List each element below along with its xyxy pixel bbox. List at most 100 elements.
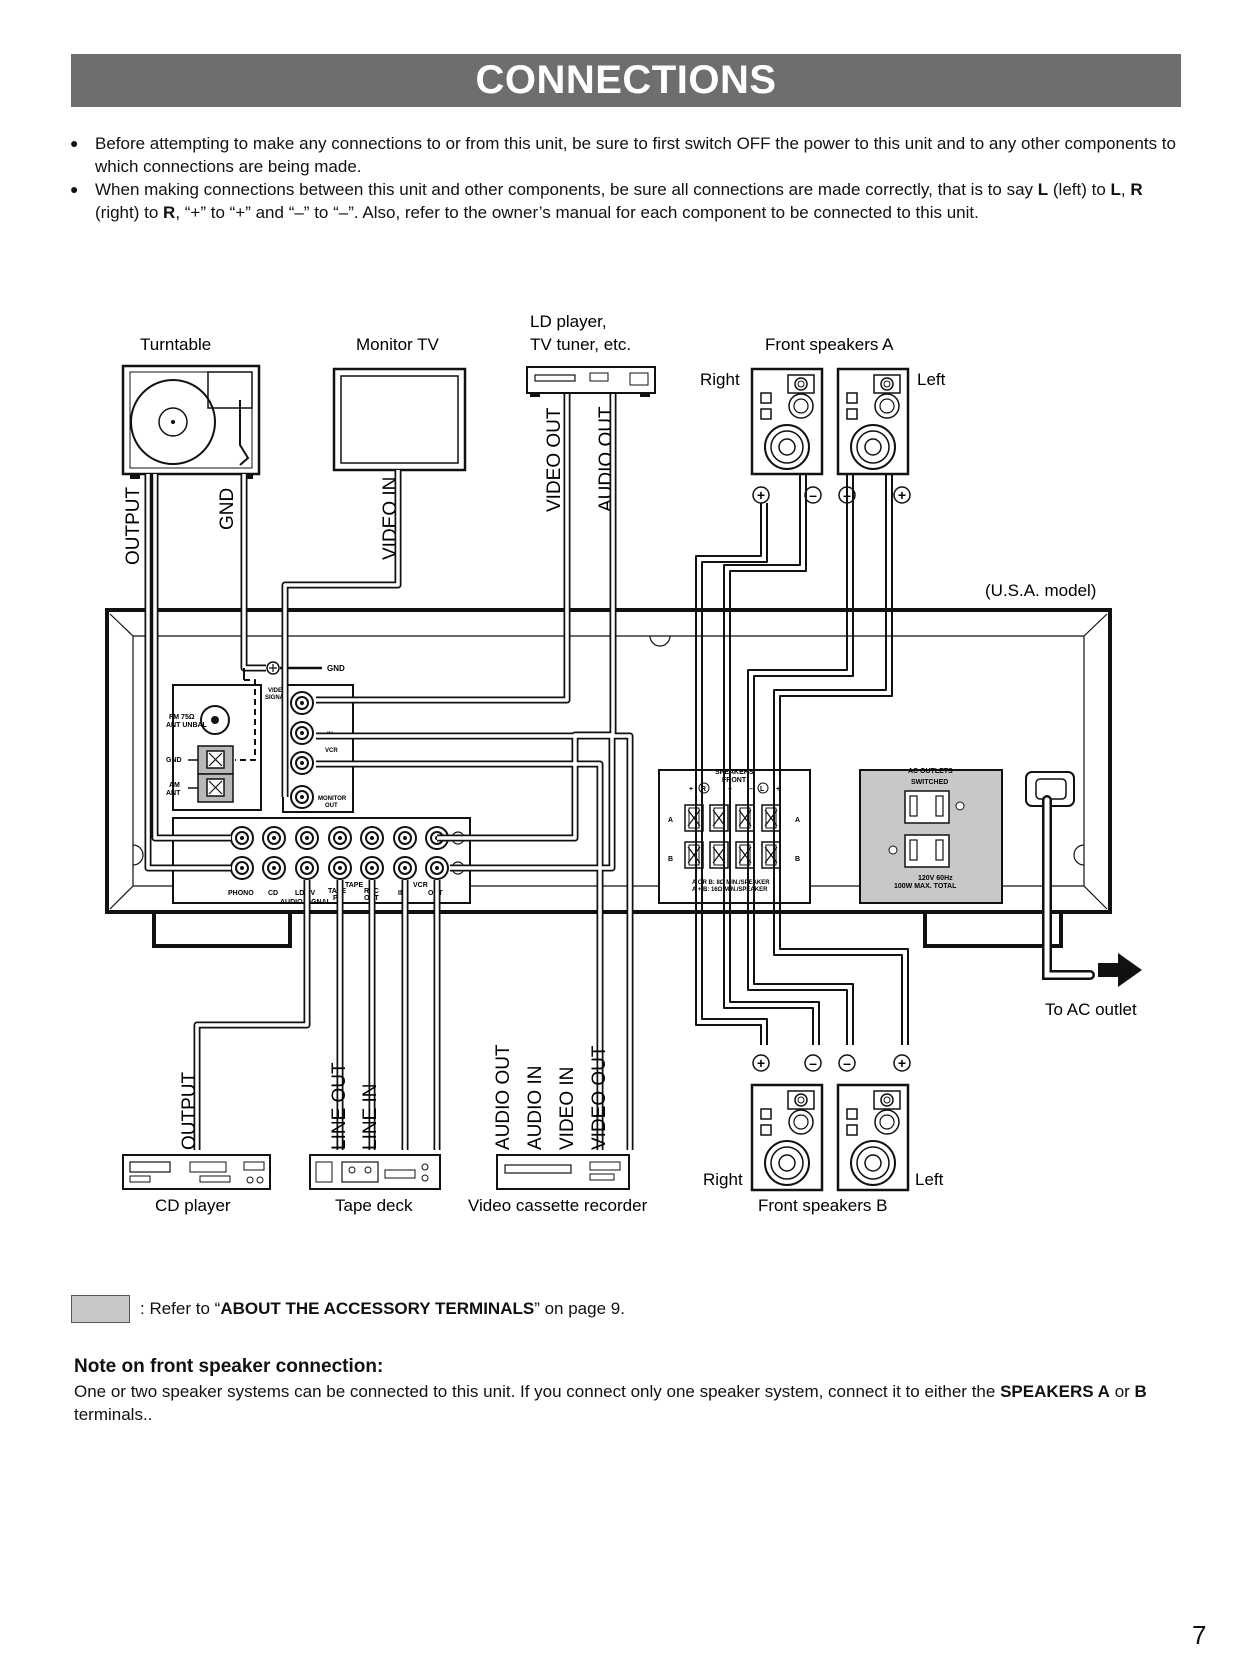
cd-player-label: CD player: [155, 1196, 231, 1215]
am-ant-label-2: ANT: [166, 790, 181, 797]
bullet-text-part: (left) to: [1048, 180, 1111, 199]
spk-l-label: L: [760, 786, 765, 793]
antenna-section: FM 75Ω ANT UNBAL GND AM ANT: [166, 684, 262, 811]
bullet-text: Before attempting to make any connection…: [95, 134, 1176, 176]
cd-player-icon: [122, 1154, 271, 1190]
speaker-b-left-label: Left: [915, 1170, 944, 1189]
row-b-label: B: [795, 856, 800, 863]
cd-output-label: OUTPUT: [179, 1072, 200, 1151]
speaker-a-polarity: + – – +: [752, 486, 911, 504]
polarity-plus-label: +: [898, 1055, 906, 1071]
spk-r-label: R: [701, 786, 706, 793]
bullet-dot-icon: ●: [70, 135, 79, 151]
polarity-plus-label: +: [757, 487, 765, 503]
switched-label: SWITCHED: [911, 779, 948, 786]
turntable-label: Turntable: [140, 335, 211, 354]
turntable-icon: [121, 364, 261, 479]
turntable-gnd-label: GND: [217, 488, 238, 530]
video-signal-label-2: SIGNAL: [265, 695, 288, 701]
note-text-part: terminals..: [74, 1405, 153, 1424]
fm-ant-label-2: ANT UNBAL: [166, 722, 208, 729]
speaker-terminal-section: SPEAKERS FRONT R L + – – + A A B B A OR …: [658, 769, 811, 904]
vcr-video-out-label: VIDEO OUT: [589, 1045, 610, 1150]
spk-polarity-label: –: [749, 786, 753, 793]
legend: : Refer to “ABOUT THE ACCESSORY TERMINAL…: [71, 1295, 625, 1323]
ld-player-label-line1: LD player,: [530, 312, 607, 331]
speaker-a-left-icon: [836, 367, 910, 476]
bullet-item: ● When making connections between this u…: [70, 178, 1180, 224]
ld-player-label-line2: TV tuner, etc.: [530, 335, 631, 354]
monitor-out-label-2: OUT: [325, 803, 338, 809]
vcr-video-in-label: VIDEO IN: [557, 1067, 578, 1150]
bottom-cable-labels: OUTPUT LINE OUT LINE IN AUDIO OUT AUDIO …: [179, 1044, 610, 1150]
tape-deck-icon: [309, 1154, 441, 1190]
turntable-output-label: OUTPUT: [123, 487, 144, 566]
row-b-label: B: [668, 856, 673, 863]
ac-power-cord: [1025, 771, 1142, 987]
ld-video-out-label: VIDEO OUT: [544, 407, 565, 512]
polarity-minus-label: –: [809, 487, 817, 503]
bullet-bold-part: L: [1037, 180, 1049, 199]
page-number: 7: [1192, 1620, 1207, 1650]
video-signal-label: VIDEO: [268, 688, 287, 694]
speaker-b-polarity: + – – +: [752, 1054, 911, 1072]
legend-swatch: [71, 1295, 130, 1323]
monitor-tv-label: Monitor TV: [356, 335, 439, 354]
gnd-terminal-label: GND: [327, 664, 345, 673]
speaker-a-right-icon: [750, 367, 824, 476]
polarity-plus-label: +: [757, 1055, 765, 1071]
front-speakers-a-label: Front speakers A: [765, 335, 894, 354]
fm-ant-label: FM 75Ω: [169, 714, 195, 721]
vcr-audio-label: VCR: [413, 882, 428, 889]
bullet-text-part: ,: [1120, 180, 1131, 199]
ac-spec-label-2: 100W MAX. TOTAL: [894, 883, 957, 890]
row-a-label: A: [668, 817, 673, 824]
speaker-b-left-icon: [836, 1083, 910, 1192]
bullet-text: When making connections between this uni…: [95, 178, 1180, 224]
speaker-a-left-label: Left: [917, 370, 946, 389]
instructions-list: ● Before attempting to make any connecti…: [70, 132, 1180, 224]
ld-player-icon: [526, 366, 656, 397]
note-bold-part: B: [1134, 1382, 1147, 1401]
note-bold-part: SPEAKERS A: [1000, 1382, 1110, 1401]
cable-wires: [144, 394, 909, 1150]
vcr-audio-in-label: AUDIO IN: [525, 1066, 546, 1150]
polarity-plus-label: +: [898, 487, 906, 503]
bullet-text-part: , “+” to “+” and “–” to “–”. Also, refer…: [175, 203, 979, 222]
note-text-part: or: [1109, 1382, 1135, 1401]
ac-outlets-label: AC OUTLETS: [908, 768, 953, 775]
note-body: One or two speaker systems can be connec…: [74, 1380, 1174, 1426]
vcr-icon: [496, 1154, 630, 1190]
vcr-label: Video cassette recorder: [468, 1196, 648, 1215]
speaker-b-right-icon: [750, 1083, 824, 1192]
video-vcr-label: VCR: [325, 748, 338, 754]
bullet-bold-part: R: [1130, 180, 1143, 199]
polarity-minus-label: –: [843, 1055, 851, 1071]
vcr-audio-out-label: AUDIO OUT: [493, 1044, 514, 1150]
ac-outlets-section: AC OUTLETS SWITCHED 120V 60Hz 100W MAX. …: [859, 768, 1003, 904]
phono-label: PHONO: [228, 890, 254, 897]
bullet-bold-part: L: [1110, 180, 1121, 199]
audio-signal-section: L R PHONO CD LD/TV TAPE TAPE PB REC OUT …: [172, 817, 471, 906]
ac-outlet-label: To AC outlet: [1045, 1000, 1137, 1019]
legend-text: : Refer to “ABOUT THE ACCESSORY TERMINAL…: [140, 1299, 625, 1319]
speaker-b-right-label: Right: [703, 1170, 743, 1189]
bullet-bold-part: R: [163, 203, 176, 222]
spk-polarity-label: +: [776, 786, 780, 793]
ac-spec-label: 120V 60Hz: [918, 875, 953, 882]
polarity-minus-label: –: [809, 1055, 817, 1071]
antenna-gnd-label: GND: [166, 757, 182, 764]
monitor-out-label: MONITOR: [318, 796, 347, 802]
speakers-label: SPEAKERS: [715, 769, 754, 776]
row-a-label: A: [795, 817, 800, 824]
note-text-part: One or two speaker systems can be connec…: [74, 1382, 1001, 1401]
tape-label: TAPE: [345, 882, 363, 889]
model-label: (U.S.A. model): [985, 581, 1096, 600]
speakers-front-label: FRONT: [722, 777, 747, 784]
bullet-text-part: When making connections between this uni…: [95, 180, 1038, 199]
bullet-item: ● Before attempting to make any connecti…: [70, 132, 1180, 178]
speaker-a-right-label: Right: [700, 370, 740, 389]
tape-deck-label: Tape deck: [335, 1196, 413, 1215]
monitor-tv-icon: [332, 367, 467, 472]
